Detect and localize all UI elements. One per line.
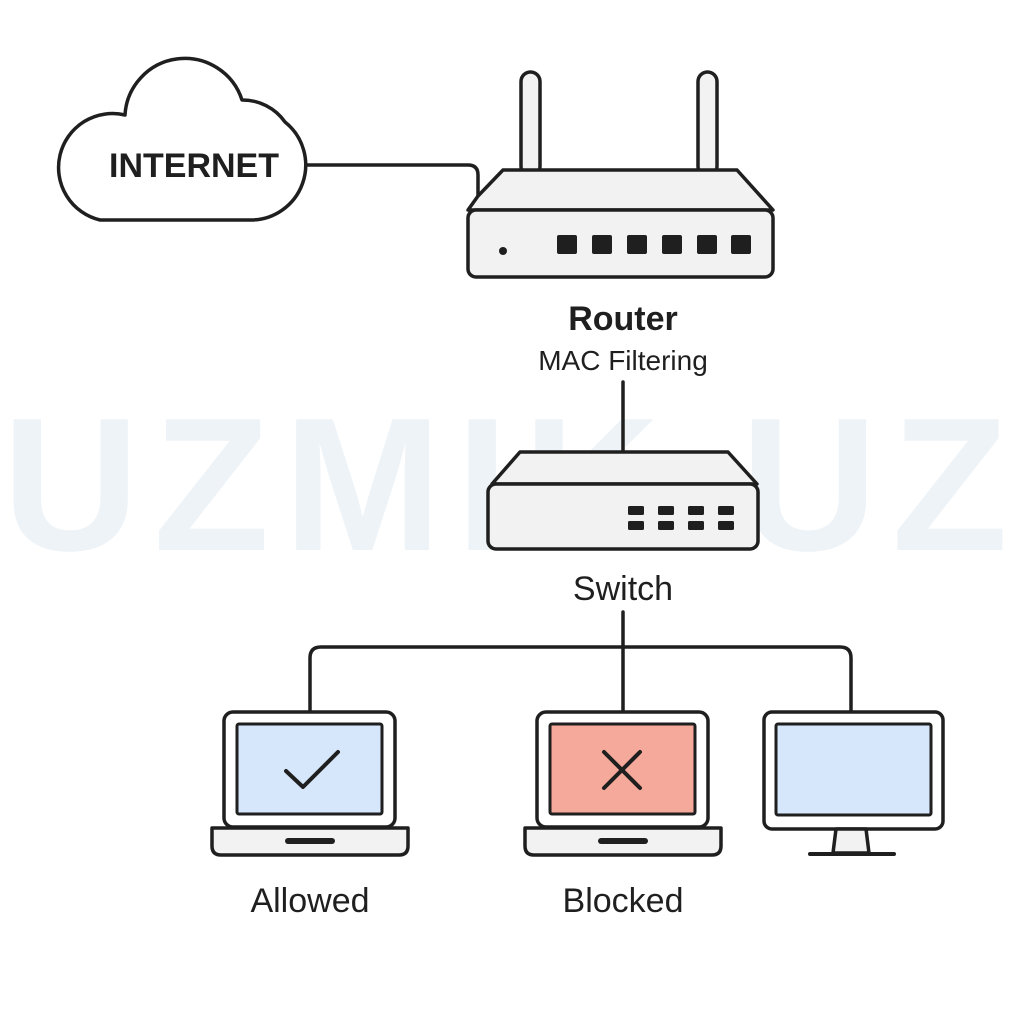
router-body bbox=[466, 208, 775, 279]
laptop-icon bbox=[523, 710, 723, 857]
laptop-icon bbox=[210, 710, 410, 857]
switch-node: Switch bbox=[486, 450, 760, 608]
link-internet-router bbox=[303, 163, 480, 198]
router-ports bbox=[557, 235, 751, 254]
monitor-icon bbox=[762, 710, 945, 856]
laptop-blocked-node: Blocked bbox=[523, 710, 723, 920]
laptop-allowed-trackpad bbox=[285, 838, 335, 844]
router-node: Router MAC Filtering bbox=[466, 70, 775, 376]
monitor-screen bbox=[774, 722, 933, 817]
router-antenna-right bbox=[696, 70, 719, 178]
link-bus bbox=[308, 645, 853, 714]
internet-label: INTERNET bbox=[109, 147, 279, 185]
laptop-allowed-screen bbox=[235, 722, 384, 816]
blocked-label: Blocked bbox=[563, 882, 684, 920]
router-top-panel bbox=[466, 168, 775, 212]
router-sublabel: MAC Filtering bbox=[538, 345, 708, 376]
router-icon bbox=[466, 70, 775, 279]
laptop-blocked-trackpad bbox=[598, 838, 648, 844]
checkmark-icon bbox=[284, 750, 340, 789]
cloud-icon bbox=[56, 56, 308, 222]
switch-top-panel bbox=[490, 450, 759, 486]
allowed-label: Allowed bbox=[250, 882, 369, 920]
internet-node: INTERNET bbox=[56, 56, 308, 222]
switch-label: Switch bbox=[573, 570, 673, 608]
laptop-allowed-node: Allowed bbox=[210, 710, 410, 920]
router-led bbox=[499, 247, 507, 255]
switch-icon bbox=[486, 450, 760, 551]
connection-lines bbox=[303, 163, 853, 714]
switch-body bbox=[486, 482, 760, 551]
router-antenna-left bbox=[519, 70, 542, 178]
router-label: Router bbox=[568, 300, 678, 338]
switch-ports bbox=[628, 506, 734, 530]
x-mark-icon bbox=[602, 750, 642, 790]
monitor-stand bbox=[831, 827, 871, 855]
desktop-node bbox=[762, 710, 945, 856]
